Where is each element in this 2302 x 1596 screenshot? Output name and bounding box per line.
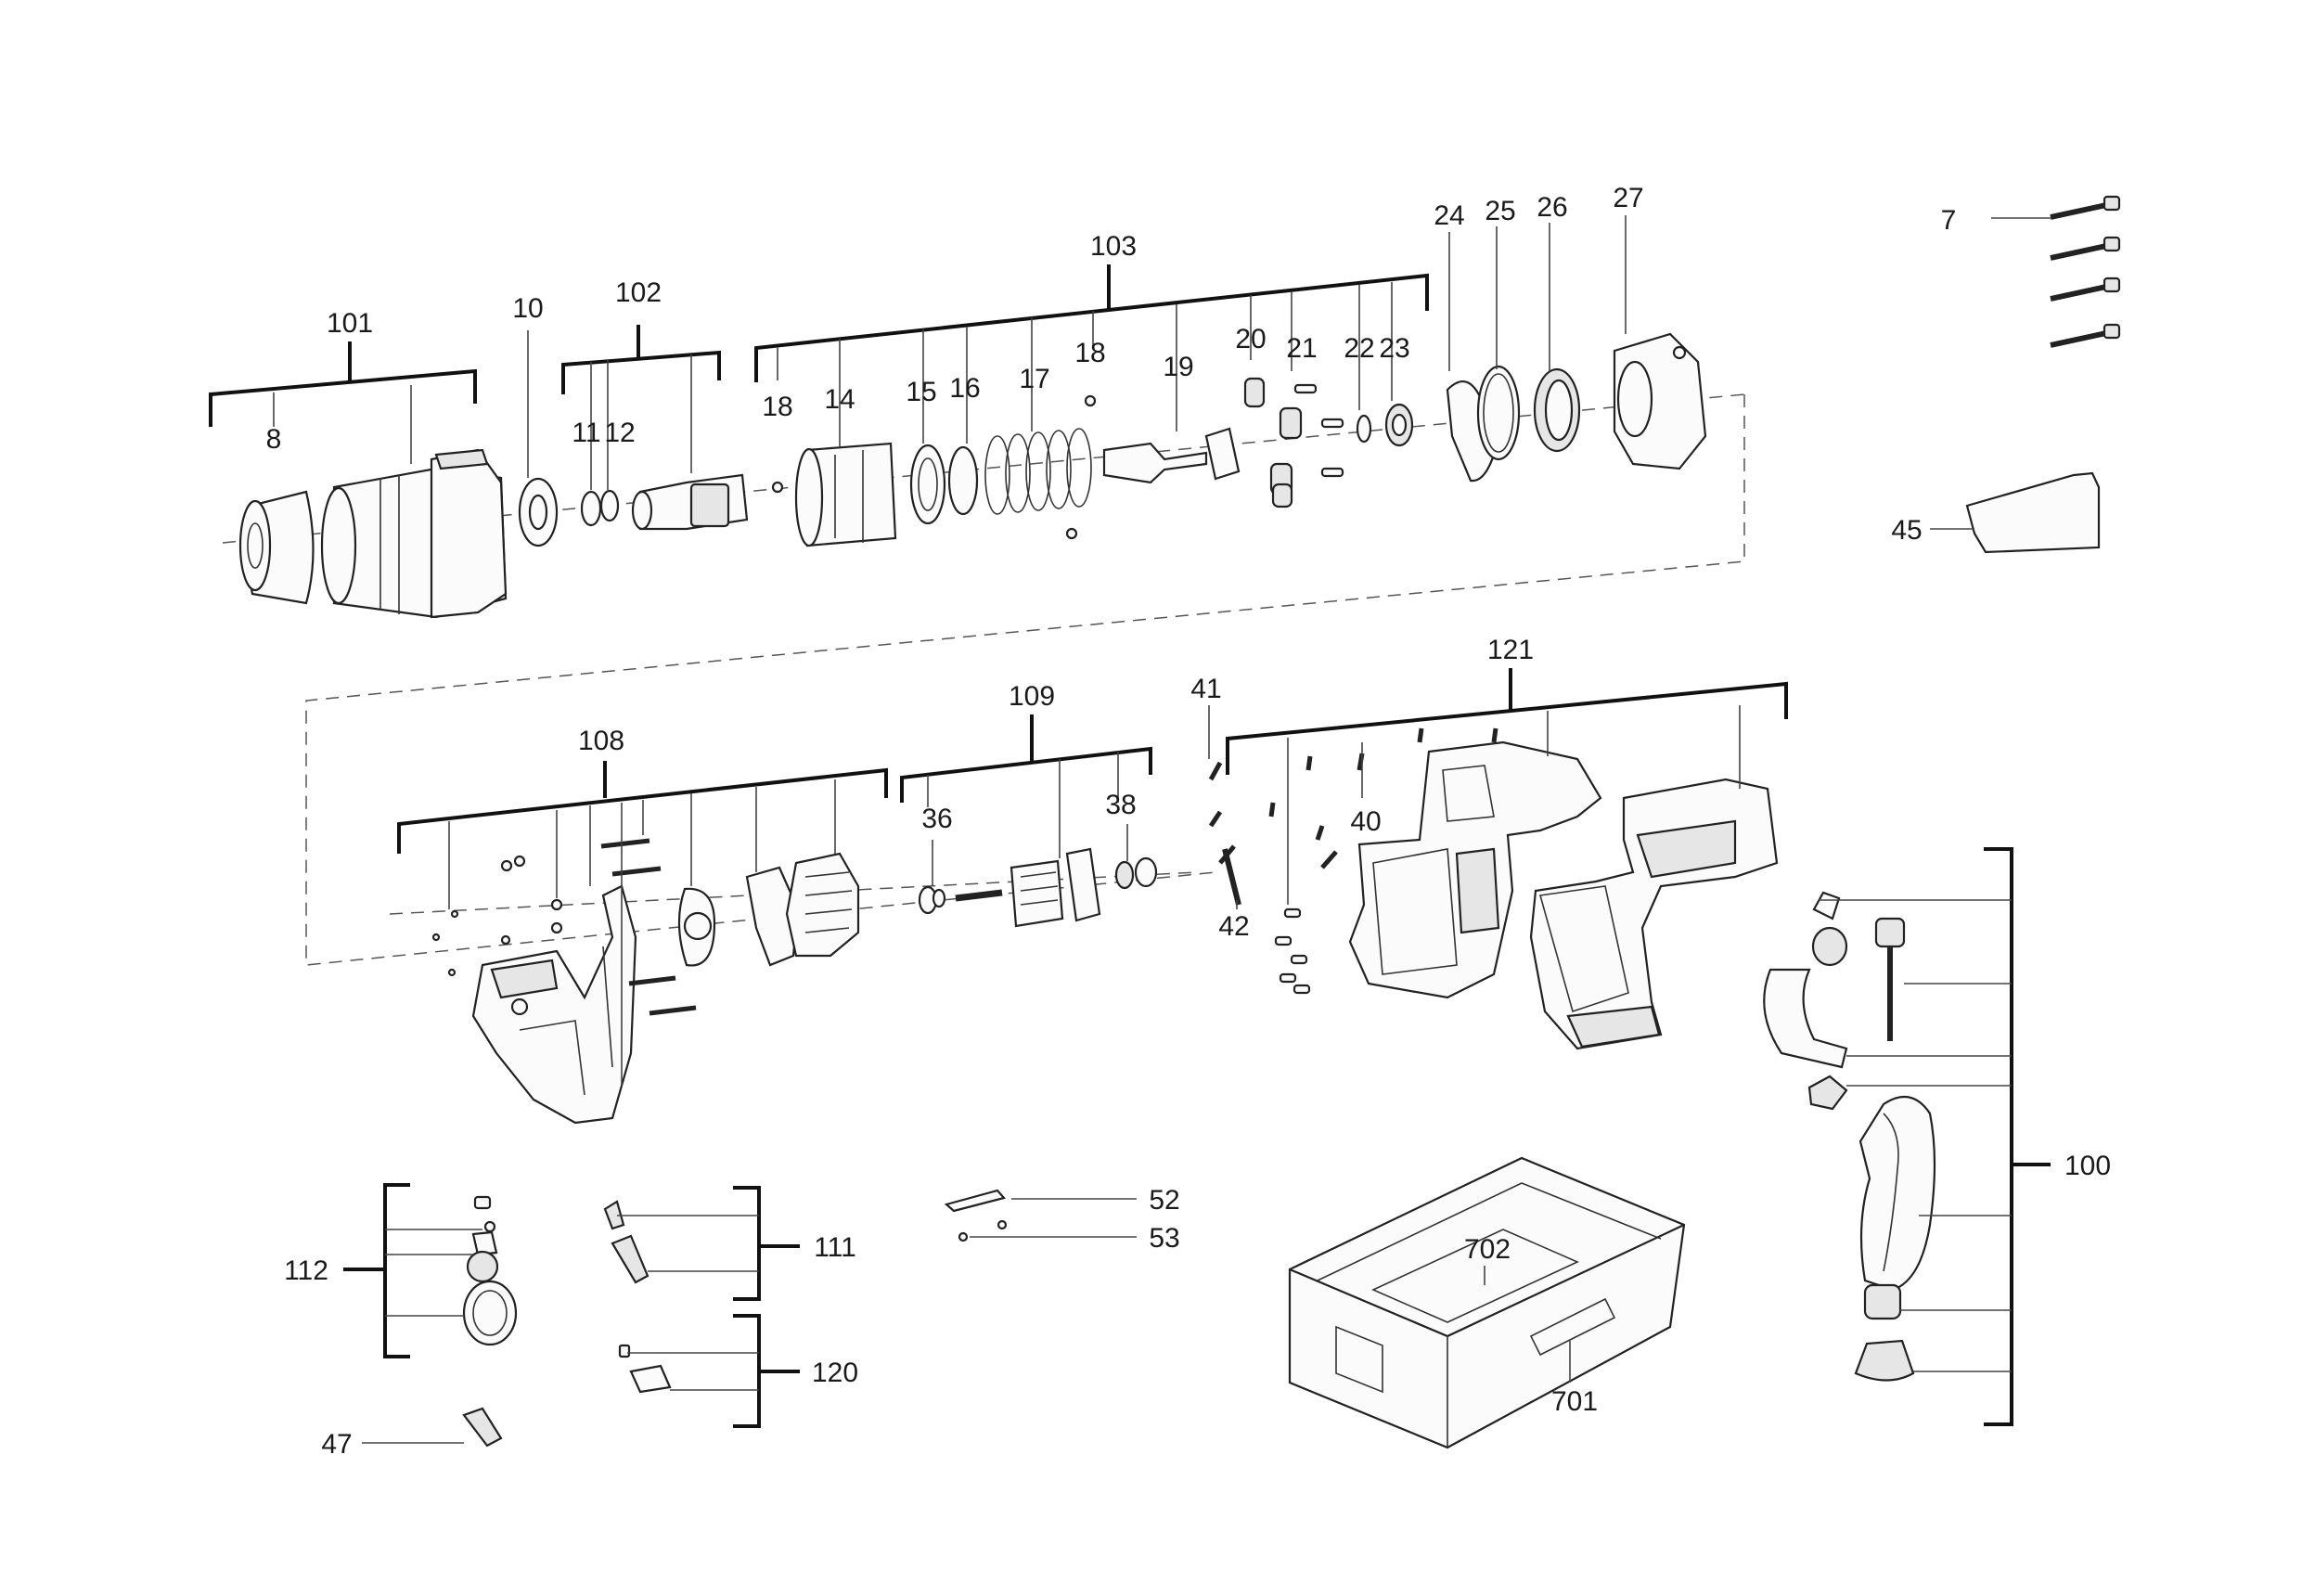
part-47-clip (462, 1407, 503, 1448)
label-108: 108 (578, 726, 624, 756)
label-42: 42 (1218, 911, 1249, 942)
part-20-planet-gear (1243, 377, 1266, 408)
part-14-guide-sleeve (794, 442, 897, 547)
part-52-53-parts (944, 1189, 1008, 1242)
assembly-guide-lines (222, 393, 1745, 966)
label-7: 7 (1941, 205, 1957, 236)
part-102-spindle (631, 473, 749, 531)
label-45: 45 (1891, 515, 1922, 546)
part-111-parts (603, 1200, 649, 1284)
label-16: 16 (949, 373, 980, 404)
label-27: 27 (1613, 183, 1643, 213)
part-25-ring (1476, 365, 1521, 461)
part-112-parts (462, 1195, 518, 1346)
part-18-balls (771, 394, 1097, 540)
part-101-chuck-housing (320, 448, 508, 619)
label-18-right: 18 (1074, 338, 1105, 368)
part-7-screws (2050, 195, 2121, 348)
part-22-washer (1356, 414, 1372, 444)
part-108-small-screws (431, 855, 563, 977)
label-47: 47 (321, 1429, 352, 1460)
part-19-cam-shaft (1102, 427, 1241, 484)
brackets (209, 264, 2051, 1428)
label-17: 17 (1019, 364, 1049, 394)
part-121-housing-left (1348, 740, 1602, 999)
part-41-42-screws (1208, 761, 1241, 906)
label-702: 702 (1464, 1234, 1511, 1265)
label-101: 101 (327, 308, 373, 339)
part-17-spring (984, 428, 1092, 515)
part-16-ring (947, 445, 979, 516)
part-10-washer (518, 477, 559, 547)
label-25: 25 (1485, 196, 1515, 226)
label-701: 701 (1551, 1386, 1598, 1417)
part-planet-gears (1269, 406, 1303, 508)
part-100-accessory-parts (1763, 891, 1936, 1382)
label-18-left: 18 (762, 392, 792, 422)
part-23-bearing (1384, 403, 1414, 447)
label-38: 38 (1105, 790, 1136, 820)
label-120: 120 (812, 1358, 858, 1388)
part-8-nose-cap (238, 490, 315, 605)
label-41: 41 (1190, 674, 1221, 704)
label-121: 121 (1487, 635, 1534, 665)
label-52: 52 (1149, 1185, 1179, 1216)
part-120-parts (618, 1344, 672, 1394)
part-109-rotor (955, 847, 1101, 928)
part-701-carry-case (1288, 1156, 1686, 1449)
part-27-gear-housing (1613, 332, 1707, 470)
part-108-bracket (745, 866, 800, 967)
label-24: 24 (1434, 200, 1464, 231)
label-26: 26 (1537, 192, 1567, 223)
label-111: 111 (814, 1232, 856, 1263)
label-102: 102 (615, 277, 662, 308)
label-20: 20 (1235, 324, 1266, 354)
part-21-needle-pins (1293, 383, 1344, 478)
label-14: 14 (824, 384, 855, 415)
label-40: 40 (1350, 806, 1381, 837)
part-26-ring-gear (1533, 367, 1581, 453)
label-53: 53 (1149, 1223, 1179, 1254)
part-15-clutch-ring (909, 444, 946, 525)
part-36-bearing (918, 885, 946, 915)
label-22: 22 (1344, 333, 1374, 364)
label-8: 8 (266, 424, 282, 455)
part-108-seal-plate (677, 887, 716, 967)
label-21: 21 (1286, 333, 1317, 364)
label-11: 11 (572, 418, 600, 448)
label-103: 103 (1090, 231, 1137, 262)
part-108-stator (785, 852, 860, 958)
part-108-long-screws (600, 838, 697, 1016)
leader-lines (273, 215, 2051, 1444)
label-100: 100 (2064, 1151, 2111, 1181)
label-15: 15 (906, 377, 936, 407)
label-109: 109 (1009, 681, 1055, 712)
label-23: 23 (1379, 333, 1409, 364)
label-19: 19 (1163, 352, 1193, 382)
part-38-bearing (1114, 856, 1158, 890)
label-112: 112 (284, 1255, 328, 1286)
part-121-housing-right (1529, 778, 1779, 1050)
label-36: 36 (921, 804, 952, 834)
label-10: 10 (512, 293, 543, 324)
part-labels: 101 8 10 102 11 12 103 18 14 15 16 17 18… (266, 183, 2111, 1460)
label-12: 12 (604, 418, 635, 448)
part-11-12-o-rings (580, 489, 620, 527)
part-45-label (1965, 471, 2101, 554)
part-108-motor-housing-half (471, 884, 637, 1125)
